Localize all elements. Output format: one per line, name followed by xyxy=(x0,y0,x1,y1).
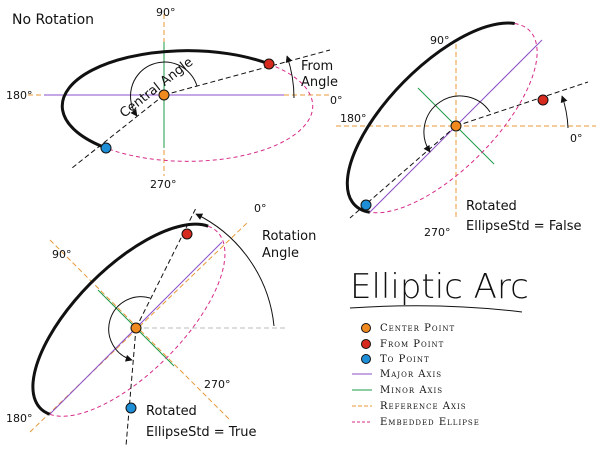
to-point xyxy=(360,199,372,211)
label-90: 90° xyxy=(430,34,450,47)
legend-label-center-point: Center Point xyxy=(380,323,455,334)
label-90: 90° xyxy=(156,6,176,19)
embedded-ellipse xyxy=(105,63,314,162)
rotation-angle-label-2: Angle xyxy=(262,246,299,261)
label-270: 270° xyxy=(150,178,177,191)
elliptic-arc xyxy=(345,21,515,214)
legend-label-to-point: To Point xyxy=(380,354,430,365)
label-270: 270° xyxy=(424,226,451,239)
legend-label-major-axis: Major Axis xyxy=(380,369,442,380)
label-270: 270° xyxy=(204,378,231,391)
caption-line-1: Rotated xyxy=(146,404,197,419)
to-angle-line xyxy=(125,327,137,447)
label-0: 0° xyxy=(570,132,583,145)
legend-label-from-point: From Point xyxy=(380,339,444,350)
from-angle-label-2: Angle xyxy=(301,75,338,90)
to-point xyxy=(125,402,137,414)
from-angle-line xyxy=(455,81,589,127)
label-0: 0° xyxy=(330,94,343,107)
panel-ellipsestd-false: 90° 180° 0° 270° Rotated EllipseStd = Fa… xyxy=(336,21,596,239)
label-0: 0° xyxy=(254,202,267,215)
from-angle-arc xyxy=(560,95,569,129)
from-point xyxy=(263,58,275,70)
caption-line-2: EllipseStd = False xyxy=(466,219,581,234)
panel-ellipsestd-true: 0° 90° 180° 270° Rotation Angle Rotated … xyxy=(6,202,316,447)
legend-swatch-from-point xyxy=(361,339,371,349)
elliptic-arc xyxy=(60,49,270,150)
legend-label-embedded-ellipse: Embedded Ellipse xyxy=(380,417,480,428)
central-angle-arc xyxy=(108,296,151,362)
label-180: 180° xyxy=(340,112,367,125)
label-180: 180° xyxy=(6,89,33,102)
legend-title-underline xyxy=(349,305,523,313)
from-point xyxy=(181,228,193,240)
rotation-angle-label-1: Rotation xyxy=(262,229,316,244)
from-point xyxy=(537,94,549,106)
central-angle-label: Central Angle xyxy=(117,55,196,121)
panel-no-rotation: No Rotation 90° 180° 0° 270° Central Ang… xyxy=(6,6,343,191)
elliptic-arc xyxy=(31,222,209,416)
from-angle-line xyxy=(163,49,331,96)
caption-line-2: EllipseStd = True xyxy=(146,425,256,440)
legend-label-reference-axis: Reference Axis xyxy=(380,401,467,412)
label-180: 180° xyxy=(6,412,33,425)
from-angle-label-1: From xyxy=(301,59,333,74)
legend-swatch-center-point xyxy=(361,323,371,333)
rotation-angle-arc xyxy=(195,213,275,327)
to-point xyxy=(100,142,112,154)
label-90: 90° xyxy=(52,248,72,261)
central-angle-arc xyxy=(130,61,198,117)
reference-axis-minor-direction xyxy=(49,239,231,421)
legend: Elliptic Arc Center Point From Point To … xyxy=(349,267,529,428)
center-point xyxy=(158,89,170,101)
from-angle-arc xyxy=(285,55,295,99)
from-angle-line xyxy=(135,207,197,329)
legend-label-minor-axis: Minor Axis xyxy=(380,385,443,396)
caption-line-1: Rotated xyxy=(466,199,517,214)
center-point xyxy=(450,120,462,132)
center-point xyxy=(130,322,142,334)
central-angle-arc xyxy=(423,95,491,153)
legend-title: Elliptic Arc xyxy=(350,267,529,307)
panel-title: No Rotation xyxy=(12,12,94,28)
legend-swatch-to-point xyxy=(361,354,371,364)
to-angle-line xyxy=(71,94,165,169)
